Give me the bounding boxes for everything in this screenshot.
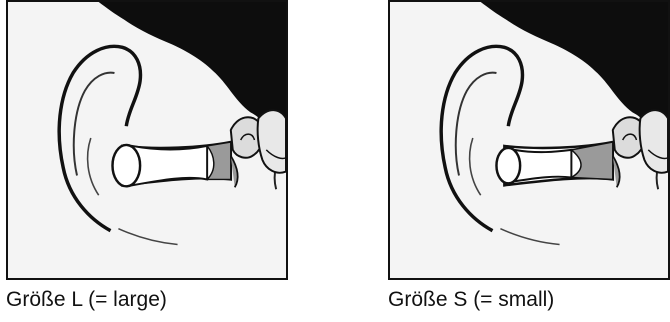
ear-with-earplug-icon: [390, 2, 668, 278]
figure-panel-small: Größe S (= small): [388, 0, 670, 322]
caption-size-large: Größe L (= large): [6, 287, 167, 313]
ear-with-earplug-icon: [8, 2, 286, 278]
caption-size-small: Größe S (= small): [388, 287, 554, 313]
ear-earplug-illustration-small: [388, 0, 670, 280]
figure-panel-large: Größe L (= large): [6, 0, 288, 322]
ear-earplug-illustration-large: [6, 0, 288, 280]
